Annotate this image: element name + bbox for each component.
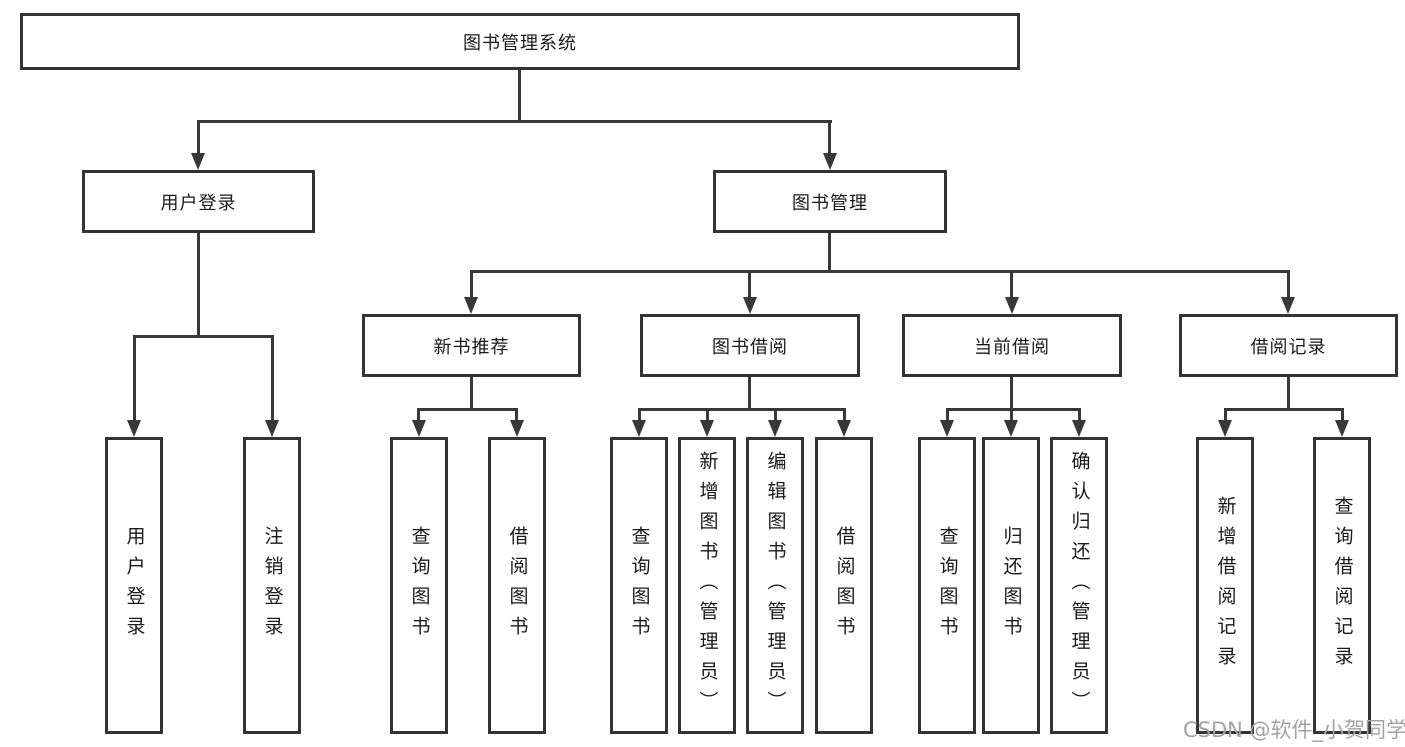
edge-recommend-bar xyxy=(417,408,518,411)
node-user-login-label: 用户登录 xyxy=(160,192,237,214)
arrow-down-leaf-add-record-icon xyxy=(1218,420,1232,437)
leaf-borrow-books-recommend: 借阅图书 xyxy=(488,437,546,734)
node-new-book-recommend: 新书推荐 xyxy=(362,314,581,377)
edge-to-leaf-borrow-book xyxy=(843,408,846,420)
edge-to-leaf-add-record xyxy=(1224,408,1227,420)
leaf-return-book-label: 归还图书 xyxy=(1000,525,1023,646)
edge-to-book-management xyxy=(828,120,831,153)
edge-recommend-stem xyxy=(470,377,473,408)
leaf-logout-label: 注销登录 xyxy=(261,525,284,646)
edge-to-leaf-query-borrow xyxy=(638,408,641,420)
arrow-down-leaf-query-record-icon xyxy=(1335,420,1349,437)
arrow-down-leaf-return-icon xyxy=(1004,420,1018,437)
arrow-down-user-login-icon xyxy=(191,153,205,170)
leaf-query-books-current: 查询图书 xyxy=(918,437,976,734)
edge-book-management-stem xyxy=(828,233,831,270)
leaf-query-books-borrow-label: 查询图书 xyxy=(628,525,651,646)
edge-records-stem xyxy=(1287,377,1290,408)
node-book-management: 图书管理 xyxy=(713,170,947,233)
edge-to-leaf-query-current xyxy=(946,408,949,420)
edge-root-bar xyxy=(197,120,832,123)
arrow-down-leaf-borrow-recommend-icon xyxy=(510,420,524,437)
leaf-query-books-current-label: 查询图书 xyxy=(936,525,959,646)
arrow-down-leaf-logout-icon xyxy=(265,420,279,437)
leaf-query-borrow-record-label: 查询借阅记录 xyxy=(1331,495,1354,676)
edge-to-user-login xyxy=(197,120,200,153)
arrow-down-leaf-confirm-return-icon xyxy=(1072,420,1086,437)
node-current-borrow-label: 当前借阅 xyxy=(974,336,1050,358)
edge-borrow-stem xyxy=(748,377,751,408)
leaf-edit-book-admin-label: 编辑图书（管理员） xyxy=(764,450,787,721)
edge-to-leaf-edit-book xyxy=(774,408,777,420)
arrow-down-leaf-edit-book-icon xyxy=(768,420,782,437)
leaf-user-login: 用户登录 xyxy=(105,437,163,734)
leaf-query-borrow-record: 查询借阅记录 xyxy=(1313,437,1371,734)
node-borrow-records-label: 借阅记录 xyxy=(1250,336,1327,358)
edge-to-leaf-return xyxy=(1010,408,1013,420)
node-current-borrow: 当前借阅 xyxy=(902,314,1122,377)
leaf-edit-book-admin: 编辑图书（管理员） xyxy=(746,437,804,734)
csdn-watermark: CSDN @软件_小贺同学 xyxy=(1183,718,1405,742)
arrow-down-leaf-add-book-icon xyxy=(700,420,714,437)
leaf-query-books-recommend-label: 查询图书 xyxy=(408,525,431,646)
edge-to-leaf-logout xyxy=(271,335,274,420)
edge-to-new-book-recommend xyxy=(470,270,473,297)
arrow-down-leaf-query-recommend-icon xyxy=(412,420,426,437)
node-new-book-recommend-label: 新书推荐 xyxy=(433,336,510,358)
leaf-query-books-borrow: 查询图书 xyxy=(610,437,668,734)
node-root-text: 图书管理系统 xyxy=(463,32,577,54)
edge-to-borrow-records xyxy=(1287,270,1290,297)
node-user-login: 用户登录 xyxy=(82,170,315,233)
edge-to-leaf-borrow-recommend xyxy=(515,408,518,420)
leaf-logout: 注销登录 xyxy=(243,437,301,734)
node-root: 图书管理系统 xyxy=(20,13,1020,70)
edge-to-current-borrow xyxy=(1010,270,1013,297)
leaf-add-book-admin: 新增图书（管理员） xyxy=(678,437,736,734)
leaf-borrow-books-borrow-label: 借阅图书 xyxy=(833,525,856,646)
arrow-down-leaf-query-current-icon xyxy=(940,420,954,437)
node-borrow-records: 借阅记录 xyxy=(1179,314,1398,377)
node-book-borrow-label: 图书借阅 xyxy=(712,336,788,358)
edge-user-login-bar xyxy=(133,335,274,338)
leaf-return-book: 归还图书 xyxy=(982,437,1040,734)
arrow-down-new-book-recommend-icon xyxy=(464,297,478,314)
edge-to-leaf-add-book xyxy=(706,408,709,420)
edge-borrow-bar xyxy=(638,408,846,411)
edge-current-bar xyxy=(946,408,1081,411)
edge-user-login-stem xyxy=(197,233,200,335)
leaf-add-borrow-record-label: 新增借阅记录 xyxy=(1214,495,1237,676)
leaf-add-book-admin-label: 新增图书（管理员） xyxy=(696,450,719,721)
edge-to-leaf-query-record xyxy=(1341,408,1344,420)
arrow-down-book-management-icon xyxy=(823,153,837,170)
leaf-user-login-label: 用户登录 xyxy=(123,525,146,646)
edge-root-stem xyxy=(518,70,521,120)
edge-to-book-borrow xyxy=(748,270,751,297)
edge-to-leaf-query-recommend xyxy=(417,408,420,420)
arrow-down-borrow-records-icon xyxy=(1281,297,1295,314)
edge-book-management-bar xyxy=(470,270,1290,273)
leaf-query-books-recommend: 查询图书 xyxy=(390,437,448,734)
leaf-borrow-books-recommend-label: 借阅图书 xyxy=(506,525,529,646)
edge-to-leaf-confirm-return xyxy=(1078,408,1081,420)
node-book-management-label: 图书管理 xyxy=(792,192,868,214)
arrow-down-leaf-user-login-icon xyxy=(127,420,141,437)
arrow-down-book-borrow-icon xyxy=(743,297,757,314)
edge-to-leaf-user-login xyxy=(133,335,136,420)
edge-records-bar xyxy=(1224,408,1344,411)
leaf-confirm-return-admin: 确认归还（管理员） xyxy=(1050,437,1108,734)
arrow-down-leaf-query-borrow-icon xyxy=(632,420,646,437)
leaf-confirm-return-admin-label: 确认归还（管理员） xyxy=(1068,450,1091,721)
arrow-down-leaf-borrow-book-icon xyxy=(837,420,851,437)
leaf-borrow-books-borrow: 借阅图书 xyxy=(815,437,873,734)
edge-current-stem xyxy=(1010,377,1013,408)
leaf-add-borrow-record: 新增借阅记录 xyxy=(1196,437,1254,734)
arrow-down-current-borrow-icon xyxy=(1005,297,1019,314)
node-book-borrow: 图书借阅 xyxy=(640,314,860,377)
